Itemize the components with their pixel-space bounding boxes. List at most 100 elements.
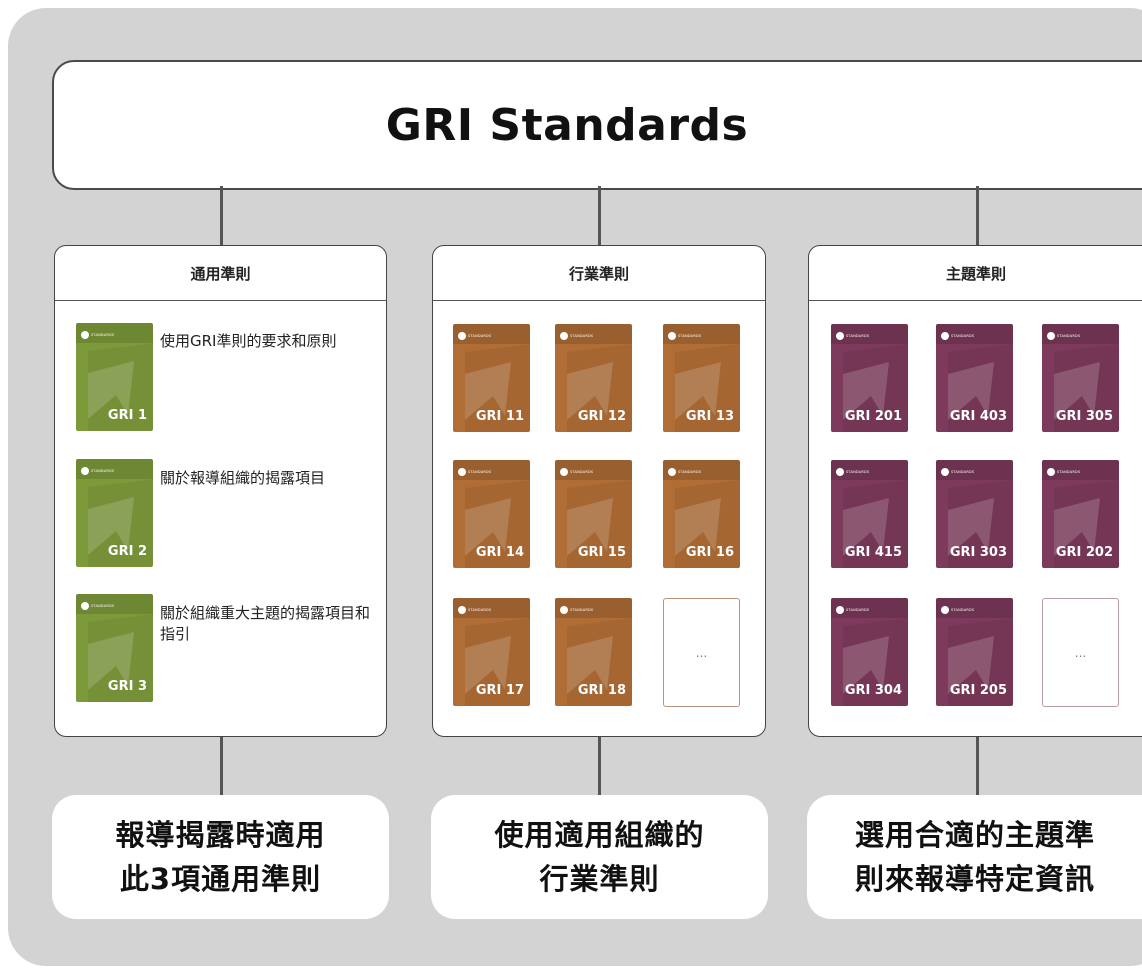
standards-logo-icon: [81, 331, 89, 339]
logo-text: STANDARDS: [468, 334, 492, 338]
standards-logo-icon: [560, 468, 568, 476]
universal-desc: 使用GRI準則的要求和原則: [160, 332, 337, 350]
logo-text: STANDARDS: [678, 470, 702, 474]
standards-logo-icon: [836, 606, 844, 614]
arrow-graphic: [936, 460, 1013, 568]
arrow-graphic: [936, 598, 1013, 706]
standards-logo-icon: [941, 332, 949, 340]
arrow-graphic: [663, 324, 740, 432]
standard-card: STANDARDS GRI 2: [76, 459, 153, 567]
connector-line: [220, 186, 223, 245]
logo-text: STANDARDS: [570, 470, 594, 474]
arrow-graphic: [76, 323, 153, 431]
arrow-graphic: [76, 594, 153, 702]
card-code: GRI 415: [844, 545, 902, 560]
standard-card: STANDARDS GRI 14: [453, 460, 530, 568]
footer-universal: 報導揭露時適用 此3項通用準則: [52, 795, 389, 919]
arrow-graphic: [831, 460, 908, 568]
logo-text: STANDARDS: [846, 470, 870, 474]
standard-card: STANDARDS GRI 202: [1042, 460, 1119, 568]
connector-line: [976, 737, 979, 795]
arrow-graphic: [453, 460, 530, 568]
logo-text: STANDARDS: [468, 608, 492, 612]
standards-logo-icon: [560, 606, 568, 614]
footer-sector: 使用適用組織的 行業準則: [431, 795, 768, 919]
arrow-graphic: [555, 598, 632, 706]
diagram-title: GRI Standards: [385, 99, 749, 151]
card-code: GRI 202: [1055, 545, 1113, 560]
standards-logo-icon: [668, 332, 676, 340]
panel-heading: 行業準則: [433, 246, 765, 301]
more-placeholder: ...: [663, 598, 740, 707]
standard-card: STANDARDS GRI 403: [936, 324, 1013, 432]
arrow-graphic: [1042, 324, 1119, 432]
arrow-graphic: [1042, 460, 1119, 568]
panel-heading: 主題準則: [809, 246, 1142, 301]
card-code: GRI 1: [107, 408, 147, 423]
logo-text: STANDARDS: [846, 334, 870, 338]
standard-card: STANDARDS GRI 17: [453, 598, 530, 706]
arrow-graphic: [453, 324, 530, 432]
card-code: GRI 303: [949, 545, 1007, 560]
panel-heading: 通用準則: [55, 246, 386, 301]
card-code: GRI 2: [107, 544, 147, 559]
card-code: GRI 15: [577, 545, 626, 560]
logo-text: STANDARDS: [468, 470, 492, 474]
connector-line: [976, 186, 979, 245]
footer-line: 則來報導特定資訊: [854, 862, 1095, 896]
logo-text: STANDARDS: [91, 604, 115, 608]
standards-logo-icon: [458, 606, 466, 614]
arrow-graphic: [936, 324, 1013, 432]
standards-logo-icon: [1047, 468, 1055, 476]
standards-logo-icon: [458, 332, 466, 340]
standard-card: STANDARDS GRI 15: [555, 460, 632, 568]
footer-line: 行業準則: [539, 862, 660, 896]
title-box: GRI Standards: [52, 60, 1142, 190]
footer-line: 報導揭露時適用: [115, 818, 326, 852]
logo-text: STANDARDS: [570, 608, 594, 612]
standards-logo-icon: [836, 468, 844, 476]
standard-card: STANDARDS GRI 415: [831, 460, 908, 568]
arrow-graphic: [76, 459, 153, 567]
arrow-graphic: [663, 460, 740, 568]
card-code: GRI 403: [949, 409, 1007, 424]
standard-card: STANDARDS GRI 201: [831, 324, 908, 432]
connector-line: [598, 186, 601, 245]
logo-text: STANDARDS: [846, 608, 870, 612]
card-code: GRI 13: [685, 409, 734, 424]
card-code: GRI 14: [475, 545, 524, 560]
card-code: GRI 3: [107, 679, 147, 694]
standards-logo-icon: [81, 602, 89, 610]
standards-logo-icon: [941, 606, 949, 614]
standards-logo-icon: [81, 467, 89, 475]
standard-card: STANDARDS GRI 304: [831, 598, 908, 706]
universal-desc: 關於報導組織的揭露項目: [160, 469, 326, 487]
logo-text: STANDARDS: [951, 334, 975, 338]
standards-logo-icon: [458, 468, 466, 476]
card-code: GRI 305: [1055, 409, 1113, 424]
connector-line: [220, 737, 223, 795]
arrow-graphic: [831, 324, 908, 432]
logo-text: STANDARDS: [91, 469, 115, 473]
arrow-graphic: [555, 460, 632, 568]
footer-topic: 選用合適的主題準 則來報導特定資訊: [807, 795, 1142, 919]
card-code: GRI 304: [844, 683, 902, 698]
card-code: GRI 18: [577, 683, 626, 698]
card-code: GRI 201: [844, 409, 902, 424]
standard-card: STANDARDS GRI 18: [555, 598, 632, 706]
logo-text: STANDARDS: [1057, 470, 1081, 474]
card-code: GRI 12: [577, 409, 626, 424]
logo-text: STANDARDS: [91, 333, 115, 337]
footer-line: 此3項通用準則: [119, 862, 322, 896]
card-code: GRI 17: [475, 683, 524, 698]
logo-text: STANDARDS: [678, 334, 702, 338]
connector-line: [598, 737, 601, 795]
footer-line: 使用適用組織的: [494, 818, 705, 852]
standard-card: STANDARDS GRI 13: [663, 324, 740, 432]
standards-logo-icon: [941, 468, 949, 476]
arrow-graphic: [453, 598, 530, 706]
universal-desc: 關於組織重大主題的揭露項目和指引: [160, 604, 371, 643]
